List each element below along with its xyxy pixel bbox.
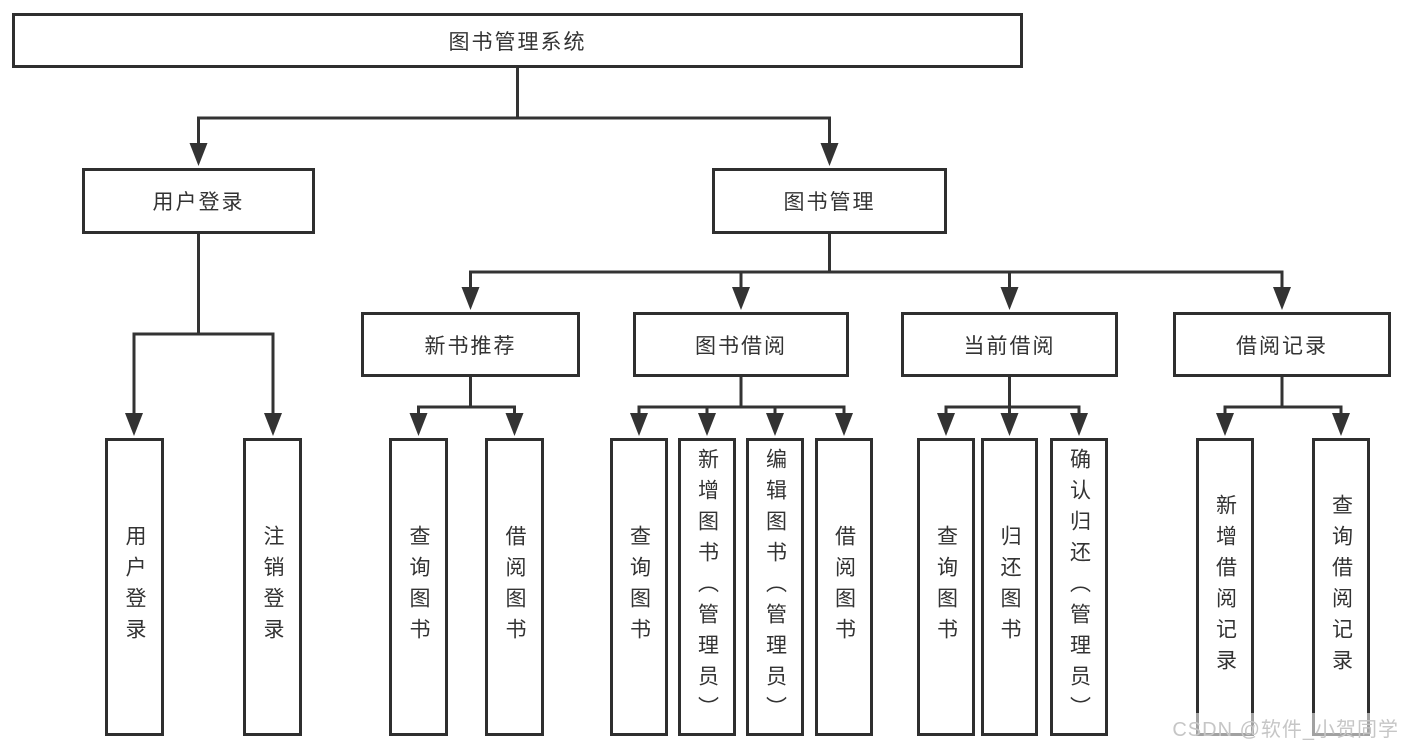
leaf-borrow-books-borrowing: 借阅图书 (815, 438, 873, 736)
leaf-query-books-borrowing: 查询图书 (610, 438, 668, 736)
leaf-borrow-books-recommend: 借阅图书 (485, 438, 544, 736)
node-current-borrowing: 当前借阅 (901, 312, 1118, 377)
node-book-borrowing: 图书借阅 (633, 312, 849, 377)
node-library-management-system: 图书管理系统 (12, 13, 1023, 68)
leaf-user-login: 用户登录 (105, 438, 164, 736)
node-borrowing-records: 借阅记录 (1173, 312, 1391, 377)
leaf-query-borrowing-record: 查询借阅记录 (1312, 438, 1370, 736)
leaf-add-borrowing-record: 新增借阅记录 (1196, 438, 1254, 736)
leaf-return-books: 归还图书 (981, 438, 1038, 736)
leaf-add-book-admin: 新增图书（管理员） (678, 438, 736, 736)
leaf-query-books-recommend: 查询图书 (389, 438, 448, 736)
leaf-logout: 注销登录 (243, 438, 302, 736)
csdn-watermark: CSDN @软件_小贺同学 (1170, 713, 1401, 742)
node-user-login: 用户登录 (82, 168, 315, 234)
leaf-query-books-current: 查询图书 (917, 438, 975, 736)
node-book-management: 图书管理 (712, 168, 947, 234)
node-new-book-recommend: 新书推荐 (361, 312, 580, 377)
leaf-confirm-return-admin: 确认归还（管理员） (1050, 438, 1108, 736)
leaf-edit-book-admin: 编辑图书（管理员） (746, 438, 804, 736)
